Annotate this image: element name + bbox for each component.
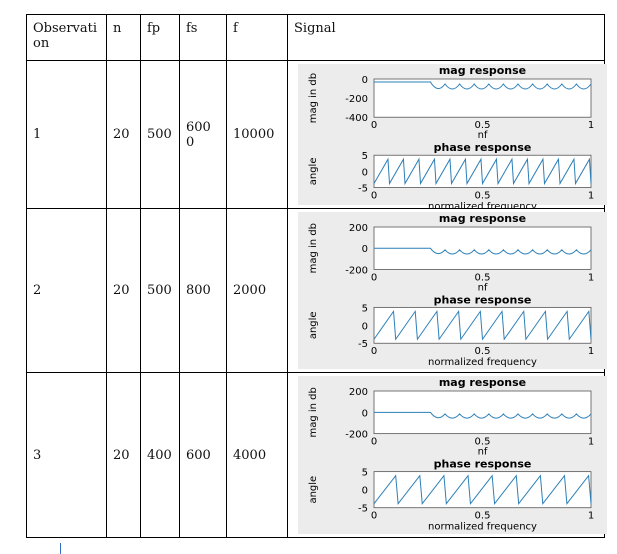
mag-response-curve: [374, 81, 592, 90]
phase-y-tick-label: 0: [362, 486, 368, 497]
phase-x-tick-label: 0: [371, 346, 377, 357]
mag-y-tick-label: 0: [362, 244, 368, 255]
phase-y-tick-label: 5: [362, 151, 368, 162]
phase-y-tick-label: 5: [362, 303, 368, 314]
header-observation: Observati on: [26, 14, 107, 61]
mag-y-tick-label: 0: [362, 75, 368, 86]
mag-response-title: mag response: [439, 212, 526, 225]
mag-x-tick-label: 1: [588, 272, 594, 283]
phase-y-tick-label: 5: [362, 468, 368, 479]
cell-fs: 800: [179, 208, 227, 373]
header-f: f: [226, 14, 288, 61]
text-cursor: [60, 543, 61, 554]
cell-fp: 400: [140, 372, 180, 538]
cell-fs: 600 0: [179, 60, 227, 209]
cell-fp: 500: [140, 208, 180, 373]
header-n: n: [106, 14, 141, 61]
mag-y-tick-label: -200: [345, 430, 368, 441]
mag-response-title: mag response: [439, 64, 526, 77]
phase-x-tick-label: 0.5: [475, 511, 491, 522]
phase-response-title: phase response: [434, 293, 532, 306]
header-fs: fs: [179, 14, 227, 61]
mag-y-tick-label: -400: [345, 113, 368, 124]
mag-y-label: mag in db: [308, 73, 319, 123]
mag-x-tick-label: 0.5: [475, 437, 491, 448]
mag-response-curve: [374, 247, 592, 255]
phase-x-tick-label: 1: [588, 511, 594, 522]
mag-response-title: mag response: [439, 376, 526, 389]
mag-x-tick-label: 0: [371, 272, 377, 283]
cell-observation: 1: [26, 60, 107, 209]
cell-f: 2000: [226, 208, 288, 373]
mag-x-tick-label: 0: [371, 120, 377, 131]
phase-x-label: normalized frequency: [428, 522, 537, 533]
phase-y-tick-label: -5: [358, 504, 368, 515]
mag-x-tick-label: 1: [588, 437, 594, 448]
mag-y-label: mag in db: [308, 223, 319, 273]
phase-axes: [373, 471, 592, 509]
phase-y-tick-label: -5: [358, 339, 368, 350]
phase-y-tick-label: -5: [358, 184, 368, 195]
phase-response-curve: [373, 309, 592, 341]
mag-x-tick-label: 0: [371, 437, 377, 448]
mag-x-tick-label: 0.5: [475, 120, 491, 131]
phase-x-tick-label: 0: [371, 191, 377, 202]
mag-y-tick-label: 0: [362, 408, 368, 419]
observation-table: Observati on n fp fs f Signal 1 20 500 6…: [26, 14, 607, 538]
mag-x-tick-label: 0.5: [475, 272, 491, 283]
mag-y-tick-label: 200: [349, 387, 368, 398]
mag-y-tick-label: -200: [345, 265, 368, 276]
mag-y-tick-label: -200: [345, 94, 368, 105]
header-row: Observati on n fp fs f Signal: [26, 14, 605, 61]
phase-y-label: angle: [308, 158, 319, 186]
cell-fp: 500: [140, 60, 180, 209]
phase-y-label: angle: [308, 311, 319, 339]
cell-observation: 2: [26, 208, 107, 373]
mag-axes: [373, 78, 592, 118]
cell-f: 10000: [226, 60, 288, 209]
cell-observation: 3: [26, 372, 107, 538]
phase-x-label: normalized frequency: [428, 357, 537, 368]
mag-x-label: nf: [478, 447, 488, 458]
phase-y-tick-label: 0: [362, 167, 368, 178]
mag-y-label: mag in db: [308, 387, 319, 437]
phase-response-curve: [373, 157, 592, 186]
phase-y-tick-label: 0: [362, 321, 368, 332]
mag-x-label: nf: [478, 282, 488, 293]
phase-x-tick-label: 0.5: [475, 346, 491, 357]
mag-response-curve: [374, 411, 592, 419]
phase-x-tick-label: 1: [588, 346, 594, 357]
cell-n: 20: [106, 60, 141, 209]
phase-x-label: normalized frequency: [428, 202, 537, 208]
phase-y-label: angle: [308, 476, 319, 504]
cell-fs: 600: [179, 372, 227, 538]
cell-f: 4000: [226, 372, 288, 538]
phase-x-tick-label: 0: [371, 511, 377, 522]
phase-response-title: phase response: [434, 141, 532, 154]
mag-x-label: nf: [478, 130, 488, 141]
phase-response-curve: [373, 474, 592, 506]
phase-response-title: phase response: [434, 458, 532, 471]
header-signal: Signal: [287, 14, 605, 61]
cell-n: 20: [106, 372, 141, 538]
header-fp: fp: [140, 14, 180, 61]
mag-x-tick-label: 1: [588, 120, 594, 131]
phase-x-tick-label: 0.5: [475, 191, 491, 202]
phase-x-tick-label: 1: [588, 191, 594, 202]
mag-y-tick-label: 200: [349, 223, 368, 234]
cell-n: 20: [106, 208, 141, 373]
